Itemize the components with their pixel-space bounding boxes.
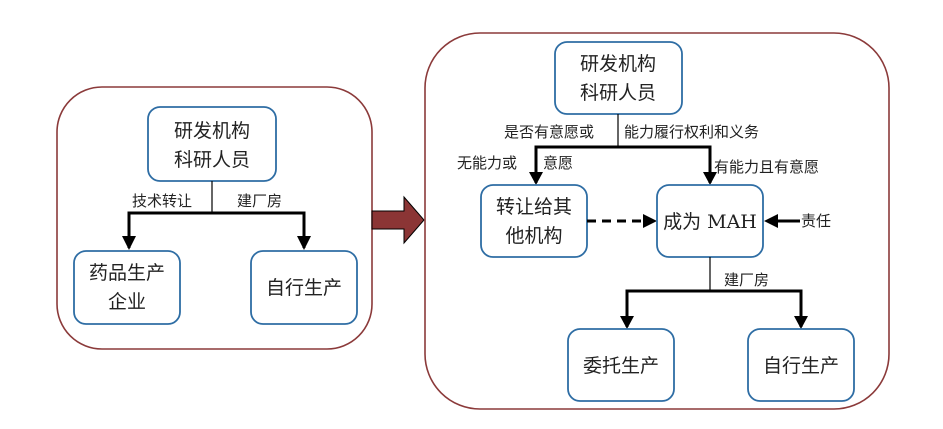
after-build-factory-label: 建厂房 (724, 271, 769, 289)
after-self-arrowhead (794, 316, 808, 329)
after-responsibility-label: 责任 (801, 212, 831, 230)
after-transfer-line2: 他机构 (505, 225, 562, 247)
before-left-arrowhead (122, 236, 136, 250)
after-branch-no-right: 意愿 (543, 154, 573, 172)
before-branch-line (127, 211, 306, 248)
after-question-right: 能力履行权利和义务 (624, 123, 759, 141)
after-no-arrowhead (529, 172, 543, 185)
after-branch-no-left: 无能力或 (457, 154, 517, 172)
before-edge-right-label: 建厂房 (237, 192, 282, 210)
after-self-line1: 自行生产 (763, 355, 839, 377)
after-question-left: 是否有意愿或 (504, 123, 594, 141)
after-entrust-node (567, 328, 675, 402)
after-mah-line1: 成为 MAH (663, 211, 757, 233)
after-entrust-line1: 委托生产 (583, 355, 659, 377)
after-decision-branch-line (534, 145, 712, 183)
after-responsibility-arrowhead (764, 214, 778, 228)
before-pharma-line1: 药品生产 (89, 262, 165, 284)
before-root-line2: 科研人员 (174, 149, 250, 171)
before-pharma-line2: 企业 (108, 291, 146, 313)
after-yes-arrowhead (703, 172, 717, 185)
after-root-line1: 研发机构 (580, 53, 656, 75)
after-bottom-branch-line (625, 289, 803, 327)
before-self-node (250, 250, 358, 325)
before-pharma-node (73, 250, 181, 325)
after-entrust-arrowhead (620, 316, 634, 329)
before-right-arrowhead (297, 236, 311, 250)
after-dashed-arrowhead (643, 214, 657, 228)
after-transfer-line1: 转让给其 (496, 196, 572, 218)
before-self-line1: 自行生产 (266, 277, 342, 299)
transition-arrow-icon (371, 195, 425, 245)
after-self-node (747, 328, 855, 402)
before-root-line1: 研发机构 (174, 120, 250, 142)
after-branch-yes: 有能力且有意愿 (714, 158, 819, 176)
after-root-line2: 科研人员 (580, 82, 656, 104)
before-edge-left-label: 技术转让 (132, 192, 192, 210)
